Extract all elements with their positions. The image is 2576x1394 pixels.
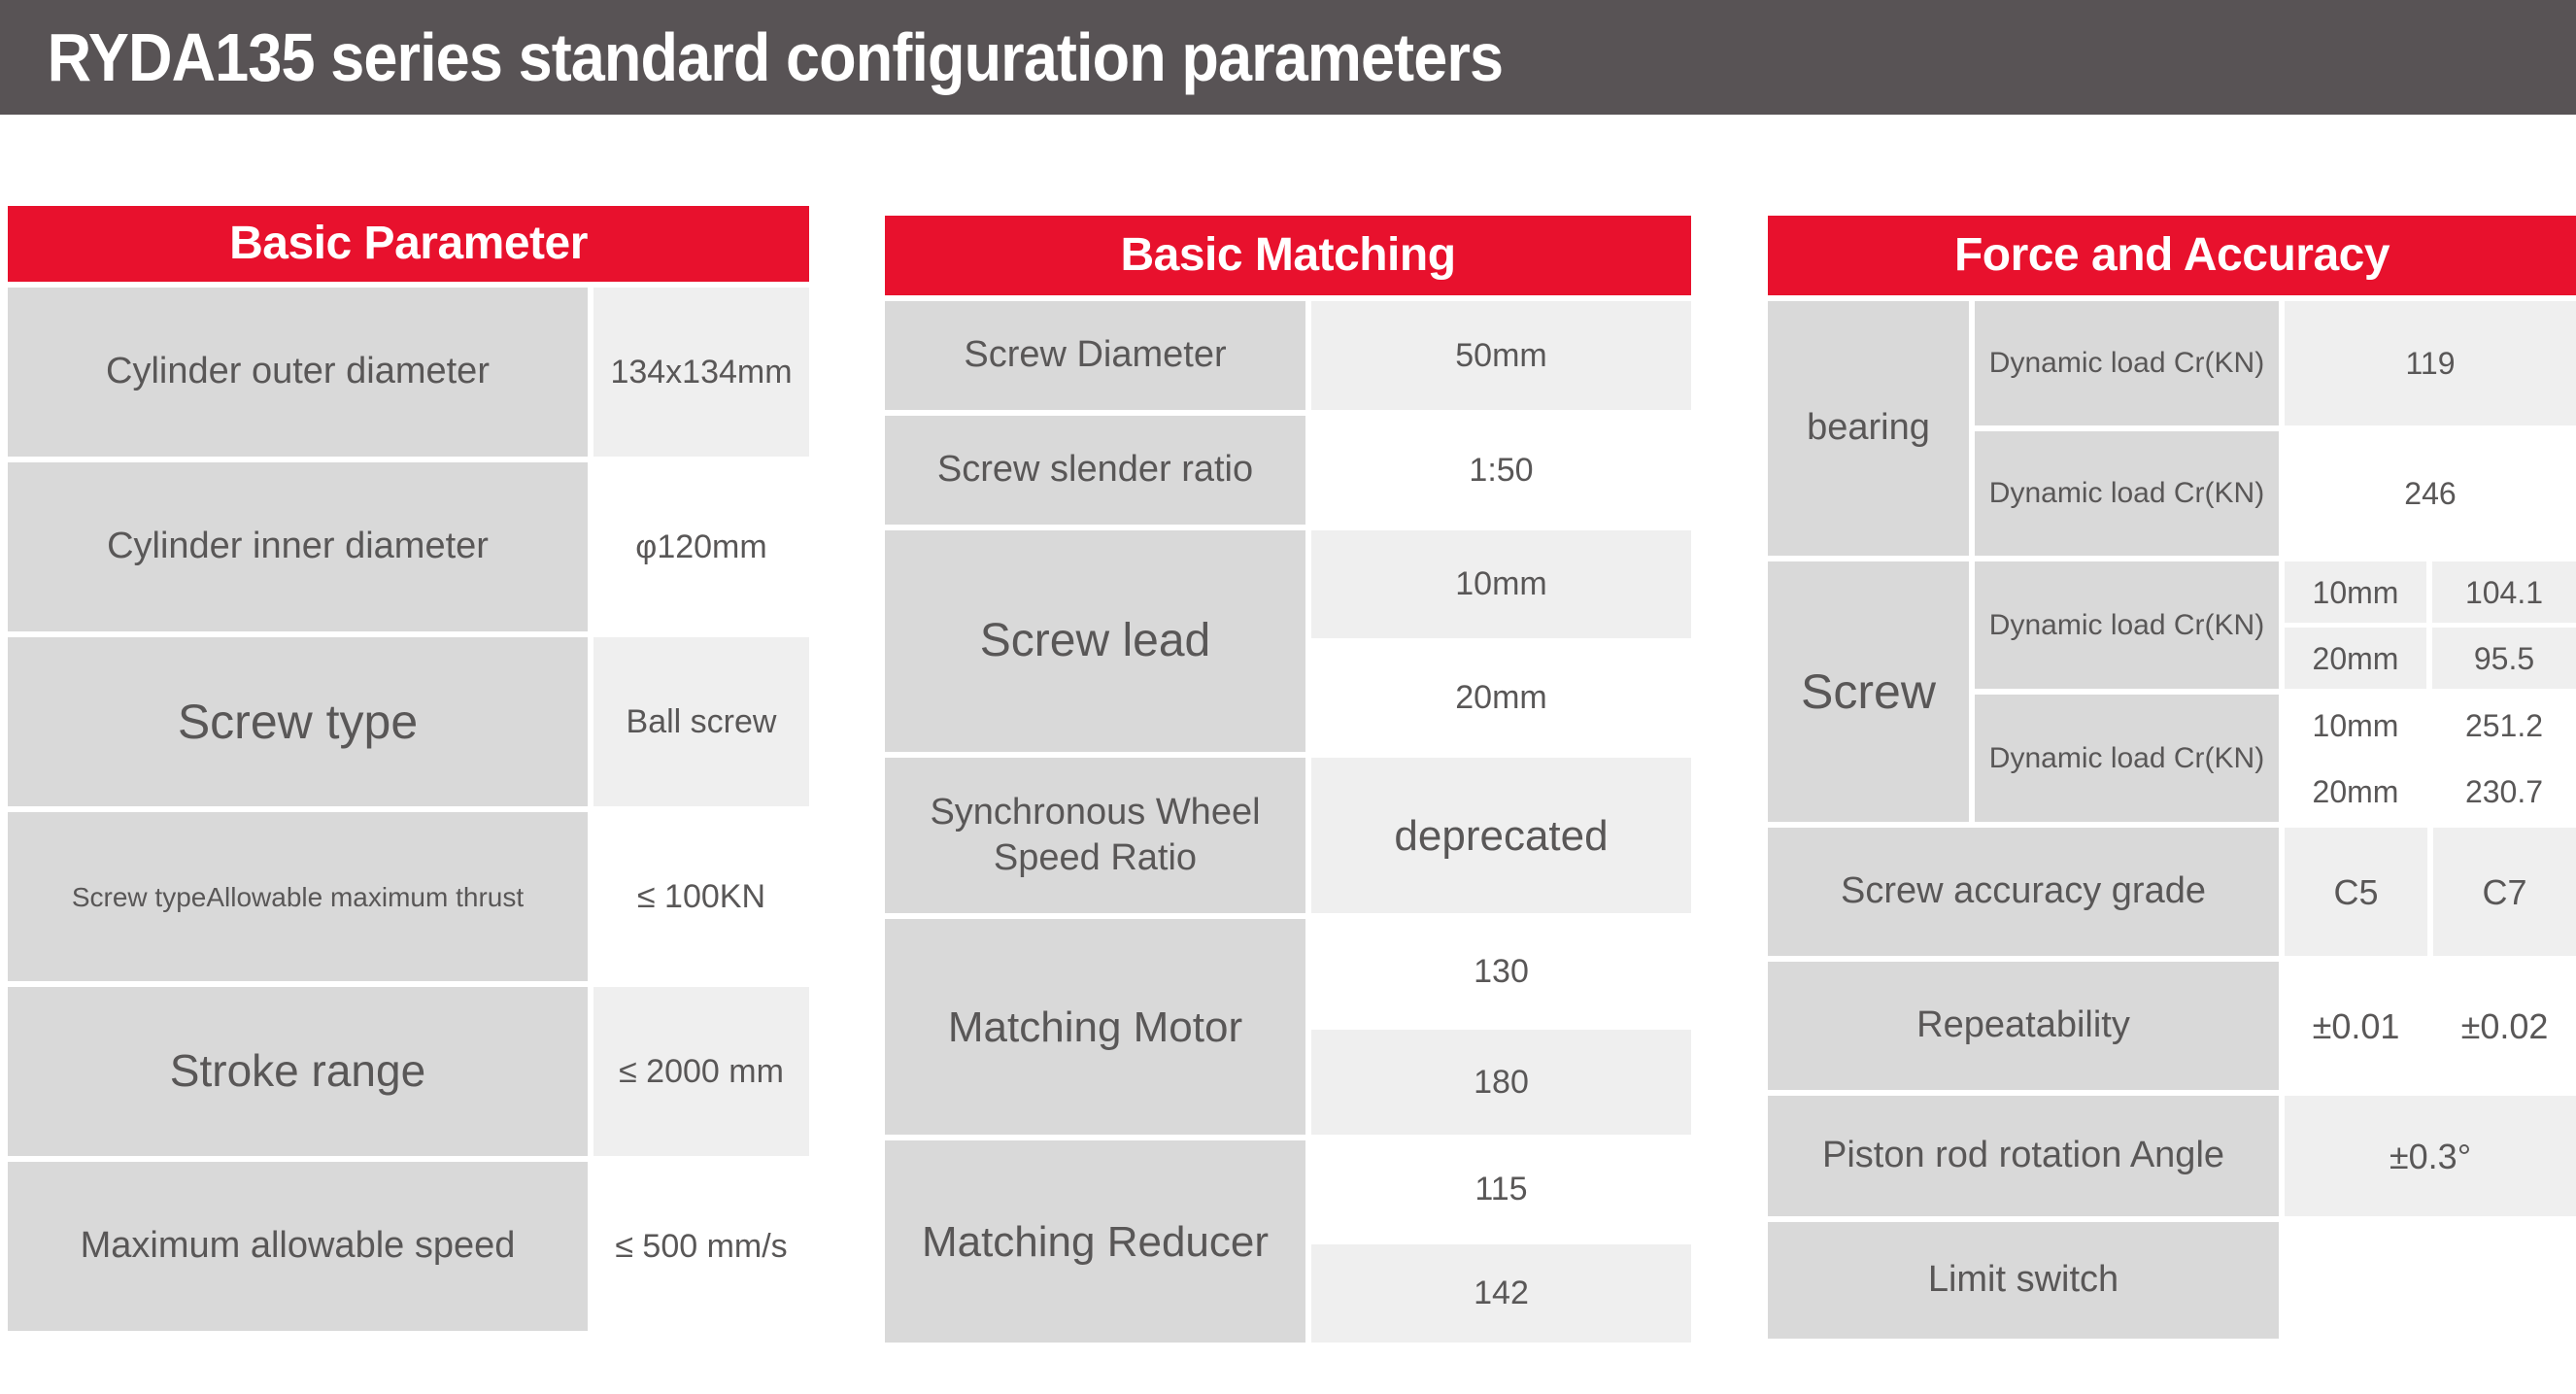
row-label: Dynamic load Cr(KN): [1975, 561, 2279, 689]
basic-matching-table: Basic Matching Screw Diameter 50mm Screw…: [885, 216, 1691, 1343]
row-label: Repeatability: [1768, 962, 2279, 1090]
row-values: 115 142: [1311, 1140, 1691, 1343]
row-value: ≤ 100KN: [593, 812, 809, 981]
lead-value-pair: 10mm 251.2: [2285, 695, 2576, 756]
row-value: 50mm: [1311, 301, 1691, 410]
table-row: Cylinder inner diameter φ120mm: [8, 462, 809, 631]
table-row: Screw slender ratio 1:50: [885, 416, 1691, 525]
row-label: Matching Reducer: [885, 1140, 1305, 1343]
row-value: ±0.01: [2285, 962, 2427, 1090]
group-rows: Dynamic load Cr(KN) 119 Dynamic load Cr(…: [1975, 301, 2576, 556]
row-value: 130: [1311, 919, 1691, 1024]
row-value: 246: [2285, 431, 2576, 556]
row-value: 1:50: [1311, 416, 1691, 525]
row-values: 130 180: [1311, 919, 1691, 1135]
row-label: Cylinder outer diameter: [8, 288, 588, 457]
lead-value-pair: 20mm 230.7: [2285, 761, 2576, 822]
title-bar: RYDA135 series standard configuration pa…: [0, 0, 2576, 115]
row-value: ±0.3°: [2285, 1096, 2576, 1216]
table-row: Screw type Ball screw: [8, 637, 809, 806]
row-label: Dynamic load Cr(KN): [1975, 695, 2279, 822]
row-value: 142: [1311, 1244, 1691, 1343]
row-value: 180: [1311, 1030, 1691, 1135]
table-row: Dynamic load Cr(KN) 10mm 104.1 20mm 95.5: [1975, 561, 2576, 689]
row-label: Maximum allowable speed: [8, 1162, 588, 1331]
lead-values: 10mm 104.1 20mm 95.5: [2285, 561, 2576, 689]
row-label: Limit switch: [1768, 1222, 2279, 1339]
row-label: Dynamic load Cr(KN): [1975, 431, 2279, 556]
row-value: 10mm: [1311, 530, 1691, 638]
table-row: Stroke range ≤ 2000 mm: [8, 987, 809, 1156]
page-title: RYDA135 series standard configuration pa…: [47, 19, 1504, 95]
row-value: 134x134mm: [593, 288, 809, 457]
row-label: Synchronous Wheel Speed Ratio: [885, 758, 1305, 913]
lead-value-pair: 10mm 104.1: [2285, 561, 2576, 623]
table-header: Basic Parameter: [8, 206, 809, 282]
lead-label: 20mm: [2285, 628, 2426, 689]
row-label: Screw Diameter: [885, 301, 1305, 410]
row-value: 104.1: [2432, 561, 2576, 623]
lead-values: 10mm 251.2 20mm 230.7: [2285, 695, 2576, 822]
row-label: Screw type: [8, 637, 588, 806]
row-label: Screw slender ratio: [885, 416, 1305, 525]
table-row: Screw accuracy grade C5 C7: [1768, 828, 2576, 956]
row-label: Dynamic load Cr(KN): [1975, 301, 2279, 425]
table-row: Screw typeAllowable maximum thrust ≤ 100…: [8, 812, 809, 981]
basic-parameter-table: Basic Parameter Cylinder outer diameter …: [8, 206, 809, 1331]
row-value: C7: [2433, 828, 2576, 956]
row-values: 10mm 20mm: [1311, 530, 1691, 752]
table-row: Piston rod rotation Angle ±0.3°: [1768, 1096, 2576, 1216]
force-and-accuracy-table: Force and Accuracy bearing Dynamic load …: [1768, 216, 2576, 1339]
row-value: ≤ 2000 mm: [593, 987, 809, 1156]
lead-value-pair: 20mm 95.5: [2285, 628, 2576, 689]
lead-label: 20mm: [2285, 761, 2426, 822]
group-label: bearing: [1768, 301, 1969, 556]
row-value: φ120mm: [593, 462, 809, 631]
row-value: ±0.02: [2433, 962, 2576, 1090]
row-label: Matching Motor: [885, 919, 1305, 1135]
table-row: Maximum allowable speed ≤ 500 mm/s: [8, 1162, 809, 1331]
group-label: Screw: [1768, 561, 1969, 822]
row-label: Screw accuracy grade: [1768, 828, 2279, 956]
table-header: Basic Matching: [885, 216, 1691, 295]
table-row: Screw Diameter 50mm: [885, 301, 1691, 410]
table-row: Synchronous Wheel Speed Ratio deprecated: [885, 758, 1691, 913]
row-label: Piston rod rotation Angle: [1768, 1096, 2279, 1216]
row-value: ≤ 500 mm/s: [593, 1162, 809, 1331]
row-label: Screw typeAllowable maximum thrust: [8, 812, 588, 981]
row-value: 119: [2285, 301, 2576, 425]
row-label: Cylinder inner diameter: [8, 462, 588, 631]
screw-group-row: Screw Dynamic load Cr(KN) 10mm 104.1 20m…: [1768, 561, 2576, 822]
row-value: Ball screw: [593, 637, 809, 806]
table-row-group: Screw lead 10mm 20mm: [885, 530, 1691, 752]
table-row: Dynamic load Cr(KN) 119: [1975, 301, 2576, 425]
row-value: deprecated: [1311, 758, 1691, 913]
row-value: [2285, 1222, 2576, 1339]
table-header: Force and Accuracy: [1768, 216, 2576, 295]
table-row: Repeatability ±0.01 ±0.02: [1768, 962, 2576, 1090]
row-value: C5: [2285, 828, 2427, 956]
table-row: Dynamic load Cr(KN) 246: [1975, 431, 2576, 556]
table-row-group: Matching Reducer 115 142: [885, 1140, 1691, 1343]
row-value: 251.2: [2432, 695, 2576, 756]
table-row: Dynamic load Cr(KN) 10mm 251.2 20mm 230.…: [1975, 695, 2576, 822]
table-row: Limit switch: [1768, 1222, 2576, 1339]
row-value: 20mm: [1311, 644, 1691, 752]
row-label: Screw lead: [885, 530, 1305, 752]
row-value: 115: [1311, 1140, 1691, 1239]
table-row: Cylinder outer diameter 134x134mm: [8, 288, 809, 457]
bearing-group-row: bearing Dynamic load Cr(KN) 119 Dynamic …: [1768, 301, 2576, 556]
lead-label: 10mm: [2285, 695, 2426, 756]
row-label: Stroke range: [8, 987, 588, 1156]
row-value: 230.7: [2432, 761, 2576, 822]
table-row-group: Matching Motor 130 180: [885, 919, 1691, 1135]
row-value: 95.5: [2432, 628, 2576, 689]
lead-label: 10mm: [2285, 561, 2426, 623]
group-rows: Dynamic load Cr(KN) 10mm 104.1 20mm 95.5…: [1975, 561, 2576, 822]
